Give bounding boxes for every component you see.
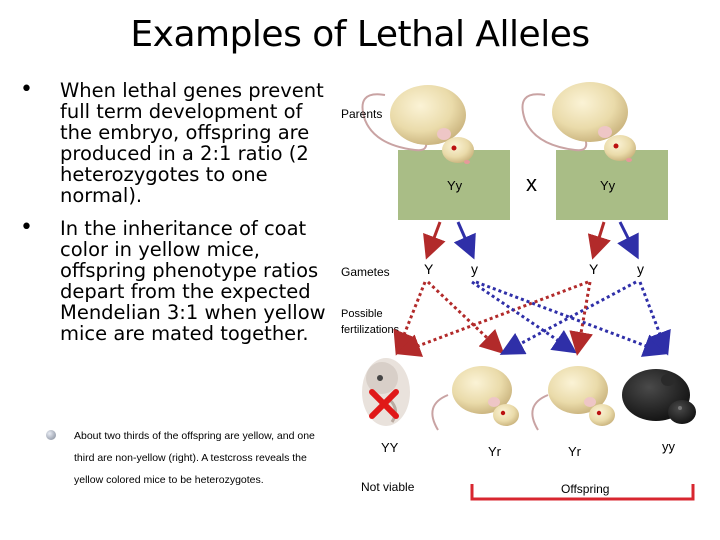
slide-title: Examples of Lethal Alleles xyxy=(130,14,590,55)
sub-bullet-text: About two thirds of the offspring are ye… xyxy=(74,430,315,486)
parent-gamete-arrow xyxy=(587,221,611,260)
offspring-label: Offspring xyxy=(561,482,609,496)
offspring-genotype-2: Yr xyxy=(488,444,502,459)
bullet-text: When lethal genes prevent full term deve… xyxy=(60,79,324,207)
gamete-2: y xyxy=(471,261,478,277)
fertilization-arrow xyxy=(396,280,589,357)
gamete-1: Y xyxy=(424,261,434,277)
offspring-mouse-yellow xyxy=(431,366,519,431)
bullet-list: • When lethal genes prevent full term de… xyxy=(20,77,330,356)
fertilization-arrow xyxy=(475,280,668,357)
bullet-dot-icon: • xyxy=(20,215,33,240)
parent-gamete-arrow xyxy=(617,221,639,260)
fertilization-arrow xyxy=(471,280,577,354)
parent-mouse-left xyxy=(361,85,474,164)
fertilization-arrow xyxy=(569,281,593,356)
bullet-item: • When lethal genes prevent full term de… xyxy=(20,77,330,207)
parent-gamete-arrow xyxy=(423,221,446,260)
bullet-item: • In the inheritance of coat color in ye… xyxy=(20,215,330,345)
sub-bullet: About two thirds of the offspring are ye… xyxy=(46,425,316,491)
fertilization-label-line2: fertilizations xyxy=(341,324,400,336)
sub-bullet-icon xyxy=(46,430,56,440)
offspring-bracket xyxy=(470,484,695,501)
gametes-label: Gametes xyxy=(341,265,390,279)
bullet-text: In the inheritance of coat color in yell… xyxy=(60,217,326,345)
fertilization-arrow xyxy=(393,281,427,356)
offspring-genotype-3: Yr xyxy=(568,444,582,459)
cross-symbol: x xyxy=(526,171,537,196)
bullet-dot-icon: • xyxy=(20,77,33,102)
fertilization-arrow xyxy=(638,281,671,356)
parents-label: Parents xyxy=(341,107,382,121)
parent-genotype-left: Yy xyxy=(447,178,463,193)
not-viable-x-icon xyxy=(369,389,399,419)
parent-mouse-right xyxy=(521,82,636,162)
embryo-image xyxy=(362,358,410,426)
offspring-genotype-4: yy xyxy=(662,439,676,454)
fertilization-arrow xyxy=(499,280,637,355)
parent-gamete-arrow xyxy=(453,221,476,260)
parent-box-right xyxy=(556,150,668,220)
not-viable-label: Not viable xyxy=(361,480,415,494)
gamete-3: Y xyxy=(589,261,599,277)
offspring-mouse-black xyxy=(622,369,696,424)
offspring-mouse-yellow xyxy=(531,366,615,431)
fertilization-label-line1: Possible xyxy=(341,308,383,320)
parent-genotype-right: Yy xyxy=(600,178,616,193)
fertilization-arrow xyxy=(426,280,505,355)
gamete-4: y xyxy=(637,261,644,277)
offspring-genotype-1: YY xyxy=(381,440,399,455)
